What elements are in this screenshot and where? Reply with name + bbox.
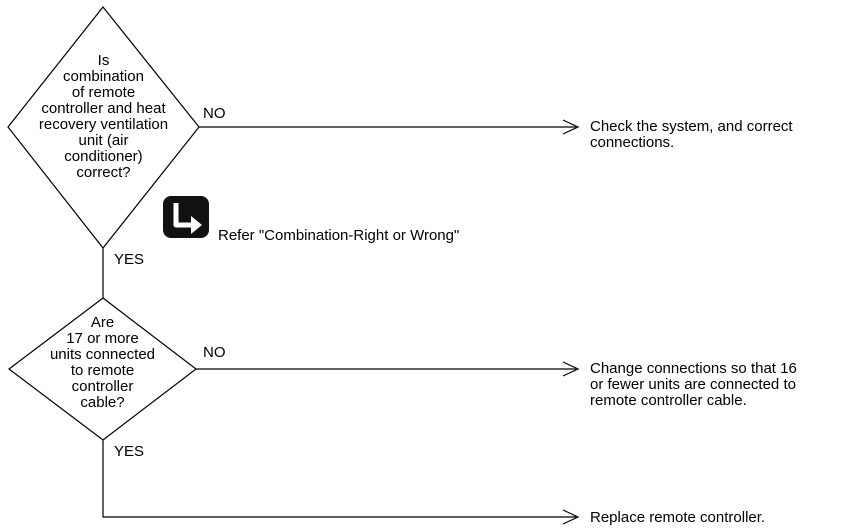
decision-2-yes-label: YES xyxy=(114,443,145,460)
decision-2-no-arrowhead xyxy=(562,361,580,377)
decision-1-yes-label: YES xyxy=(114,251,145,268)
reference-text: Refer "Combination-Right or Wrong" xyxy=(218,227,460,244)
reference-arrow-icon xyxy=(163,196,209,238)
decision-2-question: Are 17 or more units connected to remote… xyxy=(49,314,156,411)
final-action: Replace remote controller. xyxy=(590,509,766,526)
decision-1-no-arrowhead xyxy=(562,119,580,135)
decision-1-question: Is combination of remote controller and … xyxy=(38,52,169,181)
final-arrowhead xyxy=(562,509,580,525)
decision-2-no-action: Change connections so that 16 or fewer u… xyxy=(590,360,797,409)
decision-2-no-label: NO xyxy=(203,344,226,361)
decision-2-yes-line xyxy=(102,440,576,518)
decision-1-no-label: NO xyxy=(203,105,226,122)
decision-1-no-action: Check the system, and correct connection… xyxy=(590,118,793,151)
